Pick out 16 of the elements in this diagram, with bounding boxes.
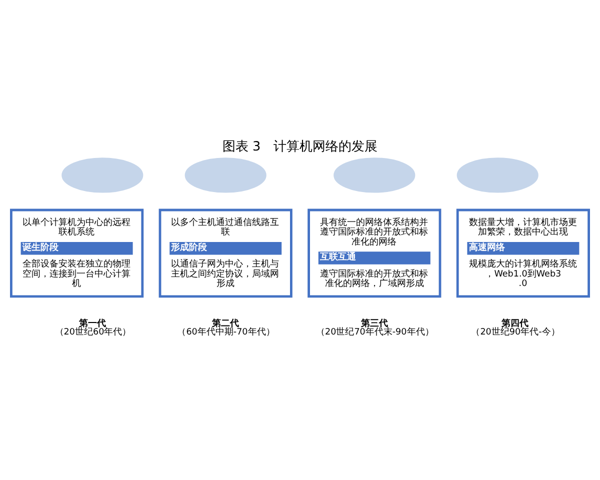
label: 第四代 — [502, 318, 529, 329]
label: （20世纪90年代-今） — [471, 328, 560, 338]
node-ellipse — [184, 158, 266, 193]
label: （20世纪70年代末-90年代） — [316, 328, 434, 338]
node-box: 以多个主机通过通信线路互联 形成阶段 以通信子网为中心，主机与主机之间约定协议，局域网形成 — [158, 208, 292, 298]
label: （20世纪60年代） — [54, 328, 132, 338]
node-ellipse — [62, 158, 144, 193]
diagram-title: 图表 3 计算机网络的发展 — [222, 140, 378, 155]
node-box: 数据量大增，计算机市场更加繁荣，数据中心出现 高速网络 规模庞大的计算机网络系统，Web1.0到Web3.0 — [456, 208, 590, 298]
node-ellipse — [456, 158, 538, 193]
node-box: 具有统一的网络体系结构并遵守国际标准的开放式和标准化的网络 互联互通 遵守国际标准的开放式和标准化的网络，广域网形成 — [308, 208, 442, 298]
label: （60年代中期-70年代） — [177, 328, 275, 338]
node-ellipse — [334, 158, 416, 193]
node-box: 以单个计算机为中心的远程联机系统 诞生阶段 全部设备安装在独立的物理空间，连接到一台中心计算机 — [10, 208, 144, 298]
label: 第三代 — [360, 318, 388, 329]
label: 第一代 — [79, 318, 106, 329]
